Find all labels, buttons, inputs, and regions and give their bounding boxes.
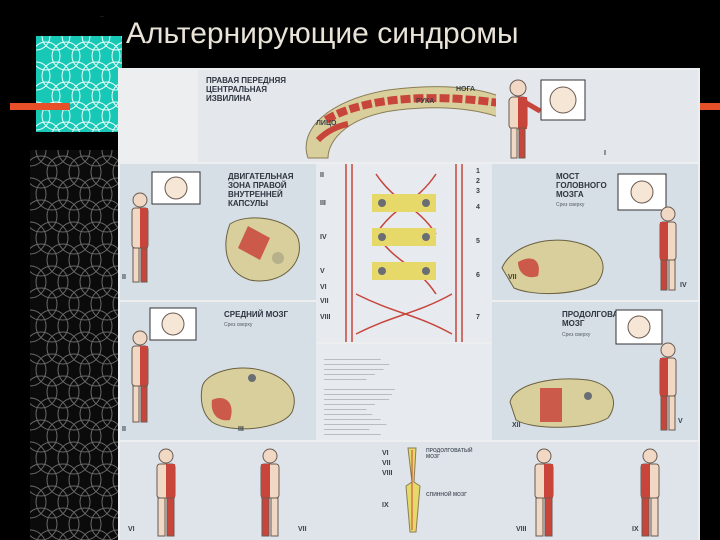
cortex-label-arm: Рука — [416, 98, 434, 105]
decor-circle — [30, 178, 46, 210]
spinal-numeral: VIII — [382, 470, 393, 477]
spinal-label-cord: Спинной мозг — [426, 492, 476, 498]
body-figure-part — [263, 449, 277, 463]
circle-pattern-decoration — [30, 150, 122, 540]
cortex-figure-numeral: I — [604, 150, 606, 157]
pons-panel: Мост головного мозга Срез сверху VII IV — [492, 164, 698, 300]
decor-circle — [36, 150, 68, 166]
body-figure-part — [261, 464, 270, 498]
body-figure-part — [545, 498, 552, 536]
pathway-drawing — [316, 164, 492, 342]
cortex-panel: Правая передняя центральная извилина Ног… — [198, 70, 528, 162]
poster-image: Правая передняя центральная извилина Ног… — [118, 68, 700, 540]
pathway-right-numeral: 3 — [476, 188, 480, 195]
pathway-panel: IIIIIIVVVIVIIVIII 1234567 — [316, 164, 492, 342]
decor-circle — [58, 150, 90, 166]
body-figure-part — [158, 498, 165, 536]
body-figure-part — [643, 449, 657, 463]
pathway-right-numeral: 1 — [476, 168, 480, 175]
decor-circle — [30, 244, 57, 276]
corner-mark: ·· — [100, 14, 104, 20]
decor-circle — [30, 398, 46, 430]
body-figure-part — [167, 498, 174, 536]
midbrain-lesion-numeral: III — [238, 426, 244, 433]
pathway-left-numeral: VII — [320, 298, 329, 305]
accent-bar-left — [10, 103, 70, 110]
decor-circle — [30, 310, 46, 342]
bottom-figure-numeral: VIII — [516, 526, 527, 533]
cortex-drawing — [198, 70, 528, 162]
pathway-left-numeral: II — [320, 172, 324, 179]
body-figure-part — [166, 464, 175, 498]
spinal-label-medulla: Продолговатый мозг — [426, 448, 486, 460]
cortex-label-face: Лицо — [316, 120, 337, 127]
bottom-figures-drawing — [120, 442, 698, 540]
pathway-left-numeral: V — [320, 268, 325, 275]
decor-circle — [30, 464, 57, 496]
decor-circle — [30, 156, 57, 188]
medulla-lesion-numeral: XII — [512, 422, 521, 429]
pons-drawing — [492, 164, 698, 300]
midbrain-panel: Средний мозг Срез сверху III II — [120, 302, 316, 440]
decor-circle — [30, 376, 57, 408]
pathway-right-numeral: 2 — [476, 178, 480, 185]
decor-circle — [30, 266, 46, 298]
decor-circle — [30, 332, 57, 364]
pathway-right-numeral: 6 — [476, 272, 480, 279]
decor-circle — [30, 420, 57, 452]
body-figure-part — [544, 464, 553, 498]
bottom-figure-numeral: IX — [632, 526, 639, 533]
spinal-numeral: IX — [382, 502, 389, 509]
pathway-left-numeral: IV — [320, 234, 327, 241]
capsule-figure-numeral: II — [122, 274, 126, 281]
decor-circle — [30, 508, 57, 540]
legend-lines: ──────────────────── ───────────────────… — [324, 352, 484, 437]
body-figure-part — [641, 464, 650, 498]
decor-circle — [30, 222, 46, 254]
capsule-drawing — [120, 164, 316, 300]
pathway-left-numeral: VI — [320, 284, 327, 291]
pathway-left-numeral: III — [320, 200, 326, 207]
body-figure-part — [537, 449, 551, 463]
cortex-label-leg: Нога — [456, 86, 475, 93]
body-figure-part — [651, 498, 658, 536]
capsule-panel: Двигательная зона правой внутренней капс… — [120, 164, 316, 300]
body-figure-part — [642, 498, 649, 536]
bottom-figures-panel: Продолговатый мозг Спинной мозг VIVIIVII… — [120, 442, 698, 540]
spinal-numeral: VI — [382, 450, 389, 457]
decor-circle — [30, 288, 57, 320]
legend-panel: ──────────────────── ───────────────────… — [316, 344, 492, 440]
medulla-figure-numeral: V — [678, 418, 683, 425]
slide-title: Альтернирующие синдромы — [126, 14, 686, 54]
body-figure-part — [536, 498, 543, 536]
body-figure-part — [271, 498, 278, 536]
midbrain-figure-numeral: II — [122, 426, 126, 433]
decor-circle — [30, 354, 46, 386]
medulla-drawing — [492, 302, 698, 440]
pons-lesion-numeral: VII — [508, 274, 517, 281]
bottom-figure-numeral: VII — [298, 526, 307, 533]
body-figure-part — [159, 449, 173, 463]
top-figure-panel: I — [496, 70, 698, 162]
spinal-numeral: VII — [382, 460, 391, 467]
decor-circle — [30, 200, 57, 232]
decor-circle — [80, 150, 112, 166]
pons-figure-numeral: IV — [680, 282, 687, 289]
pathway-right-numeral: 5 — [476, 238, 480, 245]
decor-circle — [30, 486, 46, 518]
bottom-figure-numeral: VI — [128, 526, 135, 533]
midbrain-drawing — [120, 302, 316, 440]
medulla-panel: Продолговатый мозг Срез сверху XII V — [492, 302, 698, 440]
body-figure-part — [262, 498, 269, 536]
pathway-left-numeral: VIII — [320, 314, 331, 321]
pathway-right-numeral: 4 — [476, 204, 480, 211]
pathway-right-numeral: 7 — [476, 314, 480, 321]
decor-circle — [30, 442, 46, 474]
body-figure-icon — [496, 70, 698, 162]
teal-circle-tile — [36, 36, 122, 132]
